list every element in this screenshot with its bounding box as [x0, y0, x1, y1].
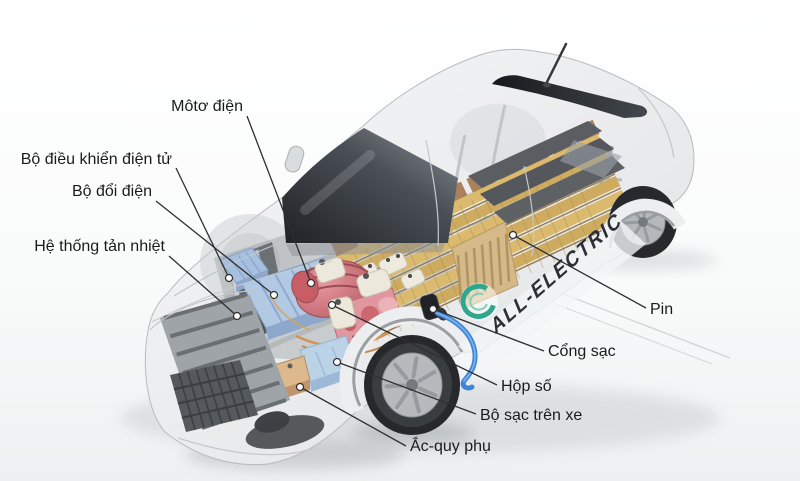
- body-surface: [149, 42, 675, 456]
- label-hop-so: Hộp số: [501, 378, 552, 395]
- door-seam: [523, 165, 535, 257]
- windshield: [282, 128, 458, 243]
- leader-dot-bo-sac-tren-xe: [332, 357, 342, 367]
- leader-dot-he-thong-tan-nhiet: [232, 311, 242, 321]
- label-pin: Pin: [650, 301, 674, 318]
- rocker-sill: [458, 218, 646, 372]
- leader-dot-bo-doi-dien: [269, 290, 279, 300]
- rear-window-band: [492, 75, 648, 118]
- leader-line-ac-quy-phu: [299, 386, 407, 447]
- front-wheel: [339, 306, 476, 435]
- leader-line-he-thong-tan-nhiet: [168, 255, 238, 317]
- leader-line-bo-doi-dien: [155, 200, 275, 296]
- far-wheel-opening: [245, 415, 325, 449]
- body-glass-veil: [144, 48, 695, 466]
- side-mirror: [284, 145, 305, 173]
- quarter-window: [560, 140, 622, 178]
- leader-line-bo-dieu-khien-dien-tu: [175, 167, 230, 279]
- cowl: [286, 240, 446, 256]
- leader-line-pin: [512, 234, 647, 309]
- leader-dot-cong-sac: [428, 304, 438, 314]
- leader-line-moto-dien: [246, 115, 312, 284]
- door-seam: [425, 139, 439, 247]
- battery-module: [468, 121, 602, 188]
- label-bo-doi-dien: Bộ đổi điện: [71, 183, 152, 200]
- label-bo-sac-tren-xe: Bộ sạc trên xe: [480, 407, 583, 424]
- leader-dot-hop-so: [327, 300, 337, 310]
- fender-crease: [151, 260, 333, 323]
- leader-dot-ac-quy-phu: [295, 382, 305, 392]
- leader-lines: [155, 115, 647, 447]
- antenna: [544, 42, 568, 86]
- brand-logo: [460, 283, 498, 321]
- label-moto-dien: Môtơ điện: [171, 98, 243, 115]
- label-bo-dieu-khien-dien-tu: Bộ điều khiển điện tử: [20, 151, 172, 168]
- trunk-seam: [637, 87, 675, 159]
- label-he-thong-tan-nhiet: Hệ thống tản nhiệt: [34, 238, 165, 255]
- label-ac-quy-phu: Ắc-quy phụ: [410, 438, 491, 455]
- leader-dot-pin: [508, 230, 518, 240]
- leader-dot-moto-dien: [306, 278, 316, 288]
- leader-line-hop-so: [331, 304, 498, 386]
- label-cong-sac: Cổng sạc: [548, 343, 616, 360]
- leader-line-cong-sac: [432, 308, 545, 352]
- leader-line-bo-sac-tren-xe: [336, 361, 477, 415]
- leader-dot-bo-dieu-khien-dien-tu: [224, 273, 234, 283]
- charging-cable: [434, 310, 478, 391]
